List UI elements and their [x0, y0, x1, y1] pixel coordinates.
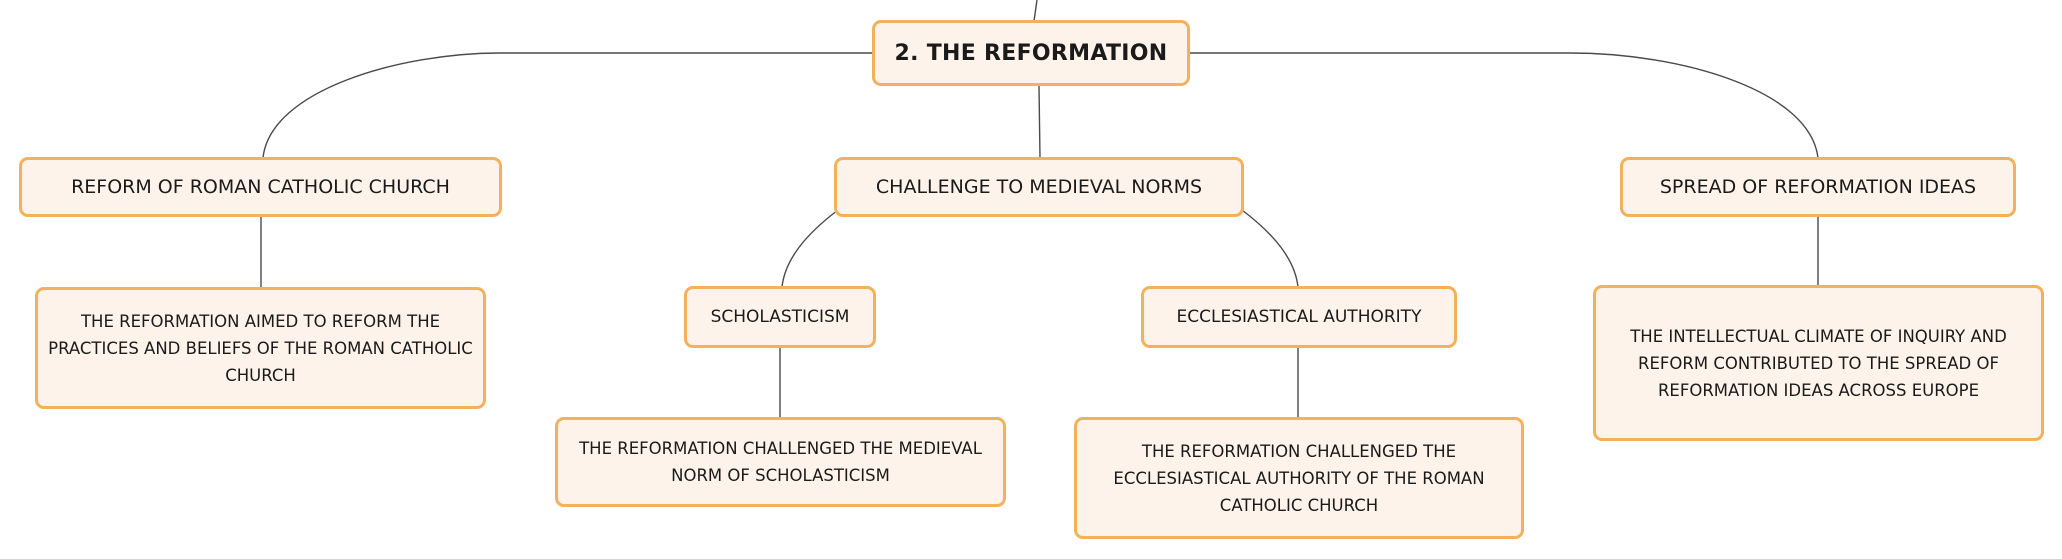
detail-node-scholasticism-text: THE REFORMATION CHALLENGED THE MEDIEVAL … — [579, 439, 982, 485]
sub-node-scholasticism-label: SCHOLASTICISM — [710, 307, 850, 327]
branch-node-spread[interactable]: SPREAD OF REFORMATION IDEAS — [1620, 157, 2016, 217]
connector-incoming-root — [1033, 0, 1038, 22]
connector-root-to-challenge — [1038, 85, 1041, 159]
branch-node-reform[interactable]: REFORM OF ROMAN CATHOLIC CHURCH — [19, 157, 502, 217]
detail-node-ecclesiastical[interactable]: THE REFORMATION CHALLENGED THE ECCLESIAS… — [1074, 417, 1524, 539]
connector-root-to-reform — [262, 52, 872, 159]
detail-node-scholasticism[interactable]: THE REFORMATION CHALLENGED THE MEDIEVAL … — [555, 417, 1006, 507]
connector-root-to-spread — [1190, 52, 1819, 159]
detail-node-spread-text: THE INTELLECTUAL CLIMATE OF INQUIRY AND … — [1630, 326, 2007, 400]
detail-node-reform-text: THE REFORMATION AIMED TO REFORM THE PRAC… — [48, 311, 473, 385]
sub-node-ecclesiastical-label: ECCLESIASTICAL AUTHORITY — [1176, 307, 1422, 327]
sub-node-scholasticism[interactable]: SCHOLASTICISM — [684, 286, 876, 348]
connector-challenge-to-scholasticism — [781, 209, 839, 288]
connector-challenge-to-ecclesiastical — [1241, 209, 1299, 288]
branch-node-challenge-label: CHALLENGE TO MEDIEVAL NORMS — [875, 176, 1203, 198]
detail-node-spread[interactable]: THE INTELLECTUAL CLIMATE OF INQUIRY AND … — [1593, 285, 2044, 441]
root-node-label: 2. THE REFORMATION — [894, 40, 1168, 66]
branch-node-spread-label: SPREAD OF REFORMATION IDEAS — [1659, 176, 1977, 198]
branch-node-challenge[interactable]: CHALLENGE TO MEDIEVAL NORMS — [834, 157, 1244, 217]
root-node[interactable]: 2. THE REFORMATION — [872, 20, 1190, 86]
sub-node-ecclesiastical[interactable]: ECCLESIASTICAL AUTHORITY — [1141, 286, 1457, 348]
branch-node-reform-label: REFORM OF ROMAN CATHOLIC CHURCH — [71, 176, 450, 198]
detail-node-ecclesiastical-text: THE REFORMATION CHALLENGED THE ECCLESIAS… — [1113, 441, 1485, 515]
detail-node-reform[interactable]: THE REFORMATION AIMED TO REFORM THE PRAC… — [35, 287, 486, 409]
